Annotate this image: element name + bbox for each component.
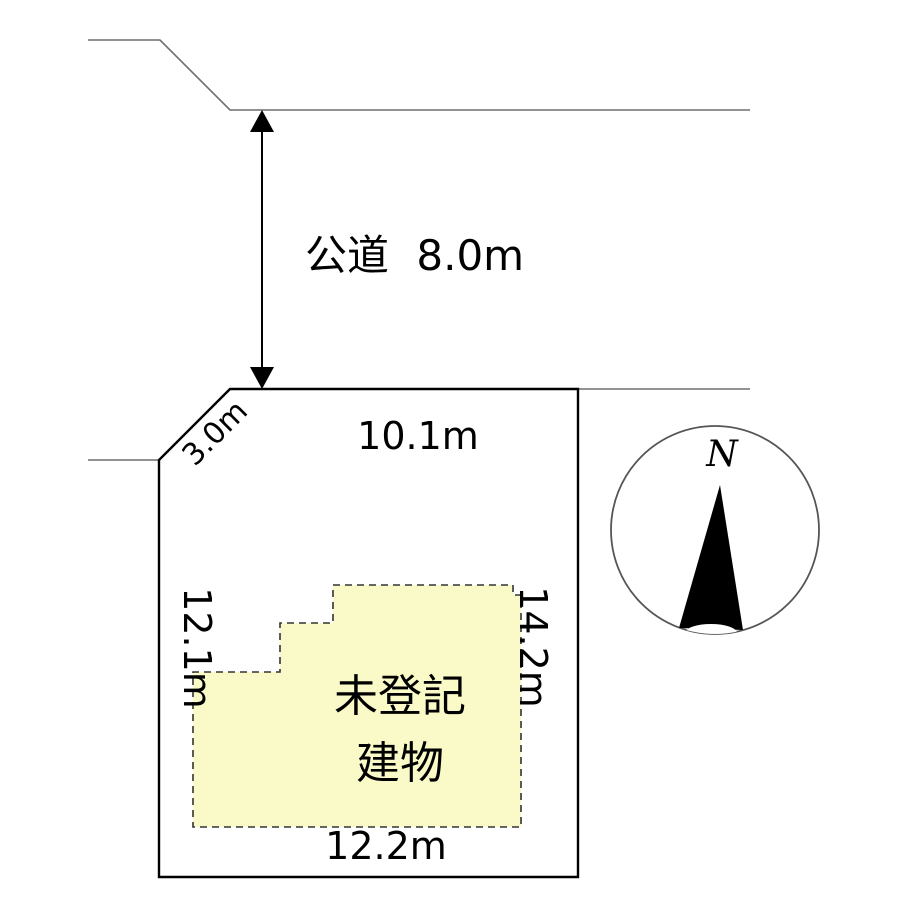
road-label: 公道 8.0m bbox=[305, 231, 524, 280]
building-footprint bbox=[192, 584, 522, 828]
road-name: 公道 bbox=[305, 231, 389, 280]
north-arrow-base bbox=[685, 624, 737, 634]
road-upper-edge-line bbox=[88, 39, 750, 111]
road-width: 8.0m bbox=[416, 231, 524, 280]
south-side-dimension: 12.2m bbox=[325, 824, 447, 868]
arrow-up-icon bbox=[250, 110, 274, 132]
north-side-dimension: 10.1m bbox=[357, 414, 479, 458]
lot-boundary bbox=[157, 387, 580, 879]
east-side-dimension: 14.2m bbox=[511, 586, 555, 708]
west-side-dimension: 12.1m bbox=[175, 587, 219, 709]
north-compass-icon: N bbox=[610, 425, 820, 635]
north-arrow-icon bbox=[679, 485, 743, 630]
corner-cut-dimension: 3.0m bbox=[176, 394, 255, 473]
north-label: N bbox=[705, 434, 739, 475]
building-label-line1: 未登記 bbox=[334, 671, 466, 722]
arrow-down-icon bbox=[250, 367, 274, 389]
building-label-line2: 建物 bbox=[356, 738, 444, 789]
